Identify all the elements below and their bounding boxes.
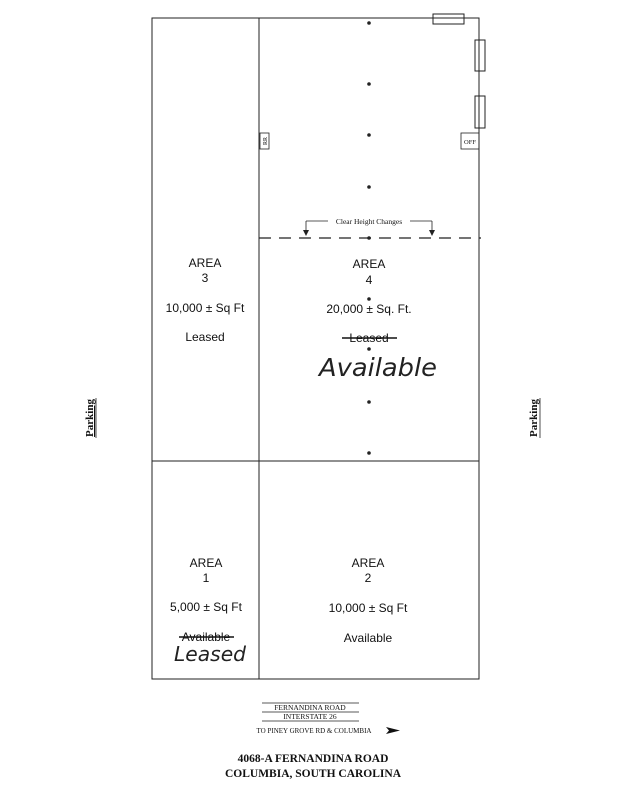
- road-interstate: INTERSTATE 26: [283, 712, 337, 721]
- road-name: FERNANDINA ROAD: [274, 703, 346, 712]
- parking-label-left: Parking: [84, 399, 96, 437]
- door-marker: [474, 39, 486, 72]
- area-3-number: 3: [202, 271, 209, 285]
- area-2-size: 10,000 ± Sq Ft: [329, 601, 408, 615]
- column-marker: [367, 82, 371, 86]
- address-line-1: 4068-A FERNANDINA ROAD: [238, 753, 389, 765]
- column-marker: [367, 236, 371, 240]
- office-label: OFF: [464, 139, 476, 146]
- area-4: AREA 4 20,000 ± Sq. Ft. Leased Available: [317, 257, 437, 382]
- area-2-number: 2: [365, 571, 372, 585]
- area-4-size: 20,000 ± Sq. Ft.: [326, 302, 411, 316]
- area-3: AREA 3 10,000 ± Sq Ft Leased: [166, 256, 245, 344]
- column-marker: [367, 400, 371, 404]
- road-info: FERNANDINA ROAD INTERSTATE 26 TO PINEY G…: [257, 702, 400, 735]
- column-marker: [367, 21, 371, 25]
- column-marker: [367, 451, 371, 455]
- door-marker: [432, 13, 465, 25]
- area-2-name: AREA: [352, 556, 385, 570]
- area-1-number: 1: [203, 571, 210, 585]
- building-outline: [151, 17, 480, 680]
- column-marker: [367, 133, 371, 137]
- area-1-new-status: Leased: [174, 642, 246, 666]
- area-1-name: AREA: [190, 556, 223, 570]
- road-direction: TO PINEY GROVE RD & COLUMBIA: [257, 727, 372, 735]
- door-marker: [474, 95, 486, 129]
- area-4-number: 4: [366, 273, 373, 287]
- clear-height-callout: Clear Height Changes: [303, 217, 435, 236]
- area-2: AREA 2 10,000 ± Sq Ft Available: [329, 556, 408, 645]
- column-markers: [367, 21, 371, 455]
- area-2-status: Available: [344, 631, 393, 645]
- area-4-new-status: Available: [317, 353, 437, 382]
- area-3-status: Leased: [185, 330, 224, 344]
- area-1: AREA 1 5,000 ± Sq Ft Available Leased: [170, 556, 246, 666]
- address-line-2: COLUMBIA, SOUTH CAROLINA: [225, 768, 402, 780]
- direction-arrow-icon: [386, 727, 400, 734]
- column-marker: [367, 185, 371, 189]
- area-3-size: 10,000 ± Sq Ft: [166, 301, 245, 315]
- office-box: [460, 132, 480, 150]
- area-1-size: 5,000 ± Sq Ft: [170, 600, 243, 614]
- area-4-name: AREA: [353, 257, 386, 271]
- column-marker: [367, 347, 371, 351]
- column-marker: [367, 297, 371, 301]
- restroom-label: RR: [263, 137, 269, 145]
- clear-height-label: Clear Height Changes: [336, 217, 402, 226]
- area-3-name: AREA: [189, 256, 222, 270]
- restroom-box: [259, 132, 270, 150]
- parking-label-right: Parking: [528, 399, 540, 437]
